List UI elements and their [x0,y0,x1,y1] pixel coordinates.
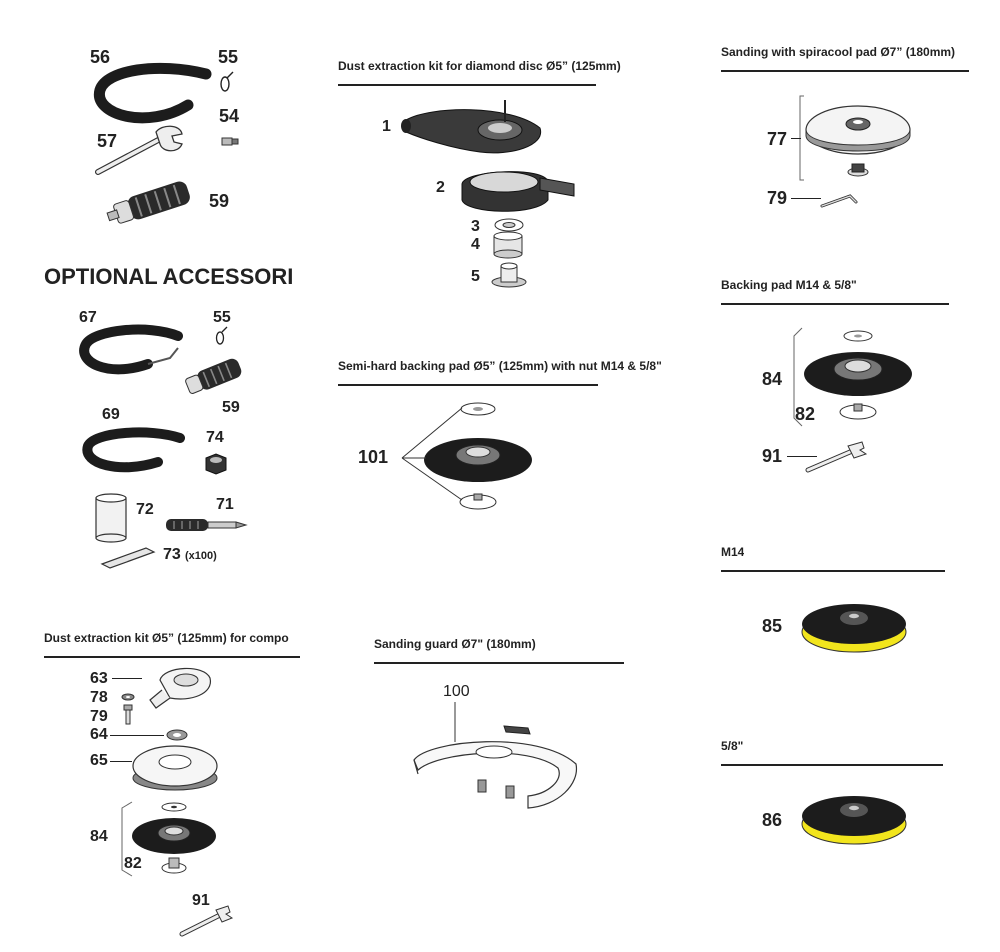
section-title-dust-diamond: Dust extraction kit for diamond disc Ø5”… [338,59,621,73]
part-number-54: 54 [219,106,240,126]
part-number-82-backing: 82 [795,404,816,424]
section-title-sanding-guard: Sanding guard Ø7" (180mm) [374,637,536,651]
part-number-3: 3 [471,218,480,235]
container-72-icon [95,493,127,543]
part-number-79: 79 [90,708,108,725]
part-number-59: 59 [209,191,230,211]
section-rule-dust-compo [44,656,300,658]
sanding-guard-100-illustration [413,702,578,809]
section-title-spiracool: Sanding with spiracool pad Ø7” (180mm) [721,45,956,59]
part-number-73: 73 [163,546,181,563]
section-rule-semi-hard [338,384,598,386]
part-number-101: 101 [358,447,389,467]
section-rule-sanding-guard [374,662,624,664]
part-number-69: 69 [102,406,120,423]
nut-82-icon [161,857,187,874]
part-73-quantity: (x100) [185,550,217,562]
bracket-84-82-left [121,801,133,877]
optional-accessories-heading: OPTIONAL ACCESSORI [44,264,294,289]
part-number-55-optional: 55 [213,309,231,326]
part-number-4: 4 [471,236,480,253]
part-number-63: 63 [90,670,108,687]
part-number-71: 71 [216,496,234,513]
section-title-m14: M14 [721,545,745,559]
clip-55-icon [220,71,234,92]
flange-5-icon [491,262,527,288]
nut-74-icon [205,453,227,475]
part-number-74: 74 [206,429,224,446]
washer-3-icon [494,218,524,232]
part-number-86: 86 [762,810,783,830]
pad-86-illustration [801,796,907,845]
washer-64-icon [166,729,188,741]
part-number-78: 78 [90,689,108,706]
part-number-55: 55 [218,47,239,67]
section-title-five-eighths: 5/8" [721,739,744,753]
part-number-1: 1 [382,118,391,135]
extraction-shroud-1-illustration [401,100,542,154]
spiracool-pad-77-illustration [799,95,911,181]
wrench-57-icon [95,125,183,175]
shroud-63-illustration [149,667,211,709]
bushing-4-icon [493,231,523,259]
section-rule-five-eighths [721,764,943,766]
part-number-64: 64 [90,726,108,743]
part-number-2: 2 [436,179,445,196]
part-number-79-spiracool: 79 [767,188,788,208]
handle-59-icon [106,181,190,224]
part-number-56: 56 [90,47,111,67]
leader-64 [110,735,164,736]
hose-56-illustration [94,62,212,124]
leader-63 [112,678,142,679]
part-number-65: 65 [90,752,108,769]
screw-54-icon [221,137,239,146]
clip-55-optional-icon [215,326,228,345]
wrench-91-icon [179,905,234,937]
leader-91-backing [787,456,817,457]
leader-79-spiracool [791,198,821,199]
pad-84-illustration [132,802,216,854]
hose-69-illustration [82,427,185,473]
pad-85-illustration [801,604,907,653]
strip-73-icon [100,547,156,569]
part-number-59-optional: 59 [222,399,240,416]
section-title-backing-pad: Backing pad M14 & 5/8" [721,278,857,292]
section-title-dust-compo: Dust extraction kit Ø5” (125mm) for comp… [44,631,289,645]
washer-78-icon [121,693,135,701]
guard-65-illustration [132,745,218,791]
allen-key-79-icon [820,194,858,208]
bolt-79-icon [123,704,133,725]
backing-pad-84-illustration [793,327,912,427]
leader-65 [110,761,132,762]
part-number-57: 57 [97,131,118,151]
handle-59-optional-icon [185,358,242,394]
part-number-84: 84 [90,828,108,845]
shroud-body-2-illustration [461,171,575,212]
part-number-67: 67 [79,309,97,326]
part-number-77: 77 [767,129,788,149]
part-number-72: 72 [136,501,154,518]
screwdriver-71-icon [166,519,248,531]
part-number-91: 91 [192,892,210,909]
section-rule-m14 [721,570,945,572]
part-number-100: 100 [443,683,470,700]
part-number-5: 5 [471,268,480,285]
part-number-91-backing: 91 [762,446,783,466]
wrench-91-backing-icon [805,441,868,473]
part-number-84-backing: 84 [762,369,783,389]
section-rule-spiracool [721,70,969,72]
section-title-semi-hard: Semi-hard backing pad Ø5” (125mm) with n… [338,359,662,373]
leader-77 [791,138,801,139]
section-rule-dust-diamond [338,84,596,86]
semi-hard-pad-101-illustration [401,402,532,510]
hose-67-illustration [79,324,183,375]
part-number-85: 85 [762,616,783,636]
part-number-82: 82 [124,855,142,872]
section-rule-backing-pad [721,303,949,305]
